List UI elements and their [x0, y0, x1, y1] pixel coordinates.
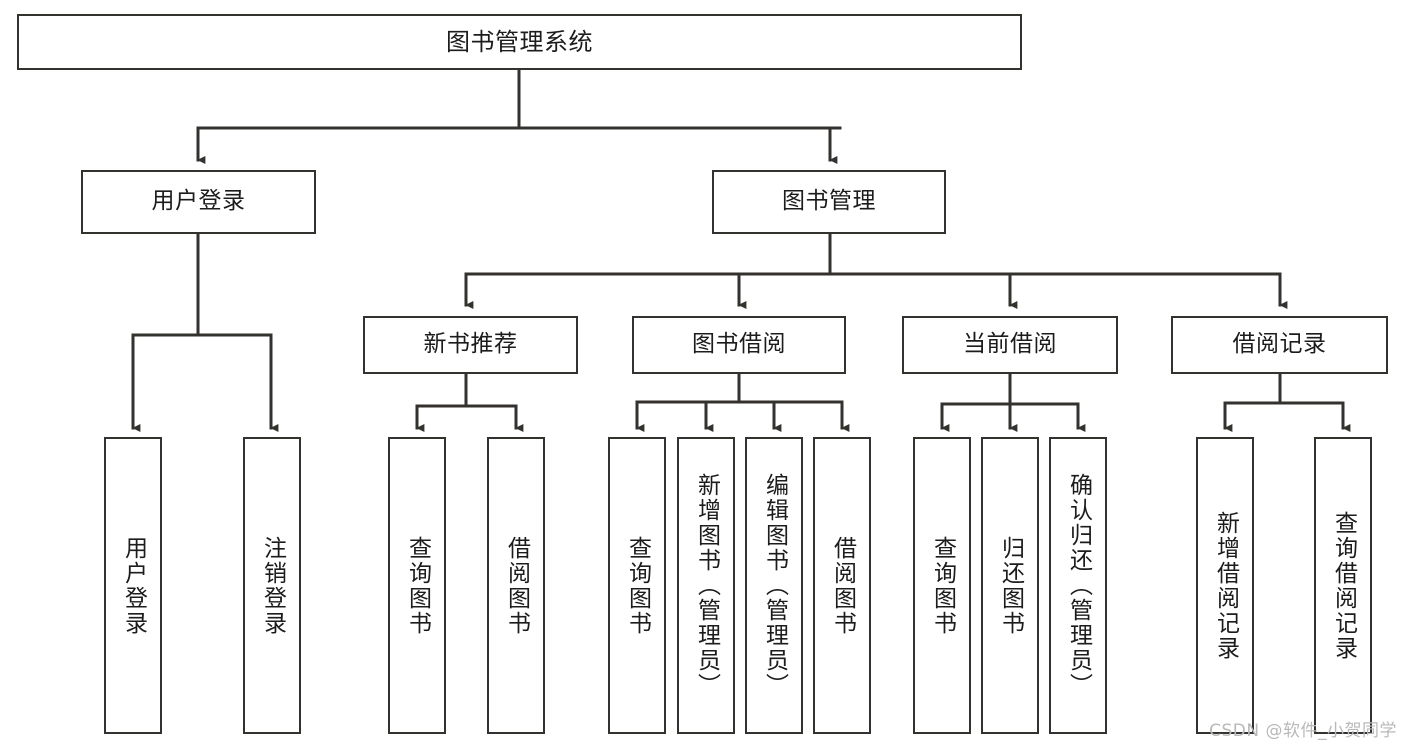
node-new-book-recommend-label: 新书推荐: [423, 331, 518, 358]
node-leaf-user-logout-label: 注销登录: [259, 535, 286, 636]
node-leaf-borrow-book-2-label: 借阅图书: [829, 535, 856, 636]
node-leaf-edit-book-label: 编辑图书（管理员）: [761, 473, 788, 698]
node-new-book-recommend[interactable]: 新书推荐: [363, 316, 578, 374]
node-leaf-borrow-book-1[interactable]: 借阅图书: [487, 437, 545, 734]
csdn-watermark: CSDN @软件_小贺同学: [1209, 721, 1397, 741]
node-leaf-query-record-label: 查询借阅记录: [1330, 510, 1357, 661]
node-leaf-query-book-1-label: 查询图书: [404, 535, 431, 636]
node-root-label: 图书管理系统: [446, 27, 593, 56]
node-leaf-add-record-label: 新增借阅记录: [1212, 510, 1239, 661]
node-leaf-confirm-return[interactable]: 确认归还（管理员）: [1049, 437, 1107, 734]
node-leaf-query-book-2-label: 查询图书: [624, 535, 651, 636]
node-borrow-record-label: 借阅记录: [1232, 331, 1327, 358]
node-root[interactable]: 图书管理系统: [17, 14, 1022, 70]
node-book-borrow-label: 图书借阅: [692, 331, 786, 358]
node-current-borrow[interactable]: 当前借阅: [902, 316, 1118, 374]
node-user-login[interactable]: 用户登录: [81, 170, 316, 234]
node-leaf-confirm-return-label: 确认归还（管理员）: [1065, 473, 1092, 698]
node-leaf-query-book-3[interactable]: 查询图书: [913, 437, 971, 734]
node-leaf-return-book[interactable]: 归还图书: [981, 437, 1039, 734]
node-leaf-edit-book[interactable]: 编辑图书（管理员）: [745, 437, 803, 734]
node-leaf-query-book-2[interactable]: 查询图书: [608, 437, 666, 734]
node-book-manage-label: 图书管理: [782, 188, 876, 215]
node-leaf-borrow-book-1-label: 借阅图书: [503, 535, 530, 636]
node-leaf-add-book[interactable]: 新增图书（管理员）: [677, 437, 735, 734]
node-leaf-borrow-book-2[interactable]: 借阅图书: [813, 437, 871, 734]
node-leaf-add-record[interactable]: 新增借阅记录: [1196, 437, 1254, 734]
node-leaf-add-book-label: 新增图书（管理员）: [693, 473, 720, 698]
node-book-manage[interactable]: 图书管理: [712, 170, 946, 234]
node-current-borrow-label: 当前借阅: [963, 331, 1057, 358]
node-book-borrow[interactable]: 图书借阅: [632, 316, 846, 374]
node-user-login-label: 用户登录: [151, 188, 246, 215]
node-leaf-query-book-3-label: 查询图书: [929, 535, 956, 636]
node-borrow-record[interactable]: 借阅记录: [1171, 316, 1388, 374]
node-leaf-user-login[interactable]: 用户登录: [104, 437, 162, 734]
node-leaf-query-record[interactable]: 查询借阅记录: [1314, 437, 1372, 734]
node-leaf-user-login-label: 用户登录: [120, 535, 147, 636]
node-leaf-user-logout[interactable]: 注销登录: [243, 437, 301, 734]
node-leaf-return-book-label: 归还图书: [997, 535, 1024, 636]
node-leaf-query-book-1[interactable]: 查询图书: [388, 437, 446, 734]
